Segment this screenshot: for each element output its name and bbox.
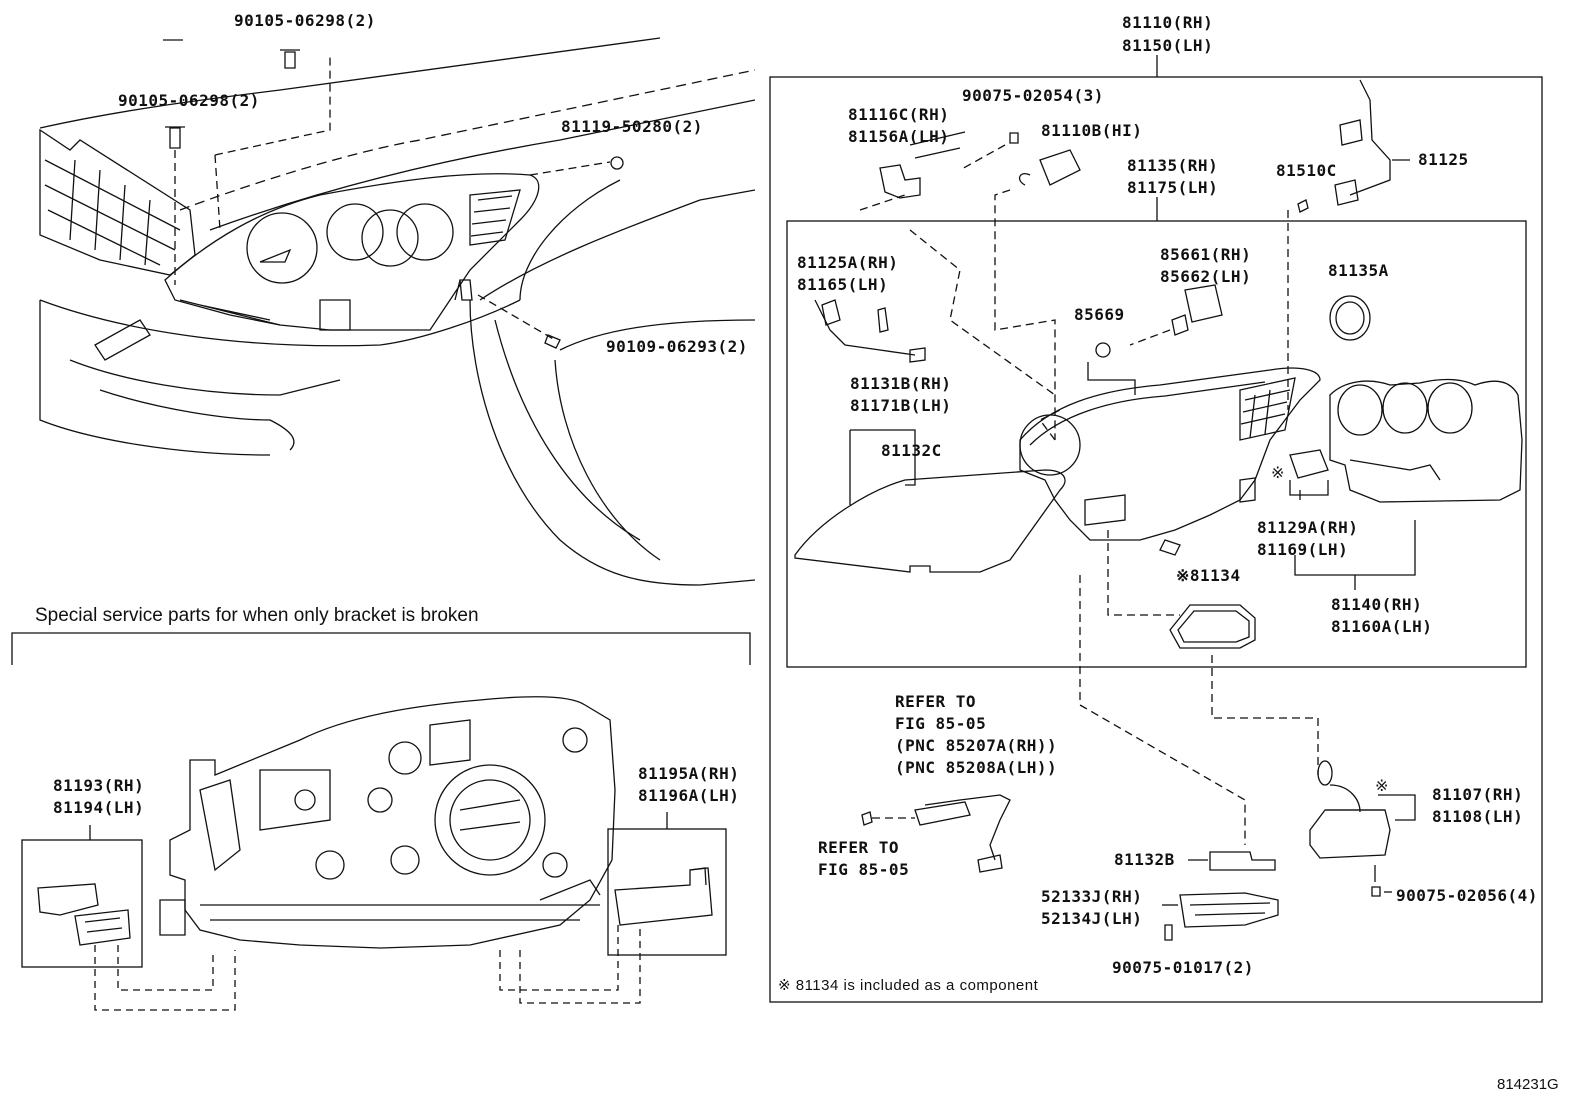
part-85661-rh-label: 85661(RH)	[1160, 245, 1252, 264]
part-85669-label: 85669	[1074, 305, 1125, 324]
refer-note-2-line-1: REFER TO	[818, 838, 900, 857]
refer-note-1-line-3: (PNC 85207A(RH))	[895, 736, 1058, 755]
part-81107-rh-label: 81107(RH)	[1432, 785, 1524, 804]
part-81169-lh-label: 81169(LH)	[1257, 540, 1349, 559]
part-90075-01017-label: 90075-01017(2)	[1112, 958, 1254, 977]
part-81125-label: 81125	[1418, 150, 1469, 169]
part-81175-lh-label: 81175(LH)	[1127, 178, 1219, 197]
part-85662-lh-label: 85662(LH)	[1160, 267, 1252, 286]
asterisk-mark-1: ※	[1271, 463, 1285, 482]
part-81132b-label: 81132B	[1114, 850, 1175, 869]
part-81119-50280-label: 81119-50280(2)	[561, 117, 703, 136]
part-81135a-label: 81135A	[1328, 261, 1389, 280]
part-90075-02056-label: 90075-02056(4)	[1396, 886, 1538, 905]
footnote-text: ※ 81134 is included as a component	[778, 977, 1039, 994]
part-81116c-rh-label: 81116C(RH)	[848, 105, 950, 124]
part-90105-06298-top-label: 90105-06298(2)	[234, 11, 376, 30]
refer-note-1-line-4: (PNC 85208A(LH))	[895, 758, 1058, 777]
refer-note-1-line-1: REFER TO	[895, 692, 977, 711]
refer-note-1-line-2: FIG 85-05	[895, 714, 987, 733]
part-81134-label: ※81134	[1176, 566, 1241, 585]
special-service-title: Special service parts for when only brac…	[35, 605, 479, 626]
part-81194-lh-label: 81194(LH)	[53, 798, 145, 817]
part-81108-lh-label: 81108(LH)	[1432, 807, 1524, 826]
part-90075-02054-label: 90075-02054(3)	[962, 86, 1104, 105]
part-81193-rh-label: 81193(RH)	[53, 776, 145, 795]
part-81125a-rh-label: 81125A(RH)	[797, 253, 899, 272]
part-81196a-lh-label: 81196A(LH)	[638, 786, 740, 805]
part-81195a-rh-label: 81195A(RH)	[638, 764, 740, 783]
part-81510c-label: 81510C	[1276, 161, 1337, 180]
part-81110-rh-label: 81110(RH)	[1122, 13, 1214, 32]
part-81132c-label: 81132C	[881, 441, 942, 460]
part-81110b-label: 81110B(HI)	[1041, 121, 1143, 140]
part-52133j-rh-label: 52133J(RH)	[1041, 887, 1143, 906]
fasteners-top-left	[163, 39, 624, 349]
part-81171b-lh-label: 81171B(LH)	[850, 396, 952, 415]
part-81150-lh-label: 81150(LH)	[1122, 36, 1214, 55]
part-81160a-lh-label: 81160A(LH)	[1331, 617, 1433, 636]
part-90105-06298-left-label: 90105-06298(2)	[118, 91, 260, 110]
part-81165-lh-label: 81165(LH)	[797, 275, 889, 294]
part-90109-06293-label: 90109-06293(2)	[606, 337, 748, 356]
part-81129a-rh-label: 81129A(RH)	[1257, 518, 1359, 537]
part-52134j-lh-label: 52134J(LH)	[1041, 909, 1143, 928]
part-81140-rh-label: 81140(RH)	[1331, 595, 1423, 614]
refer-note-2-line-2: FIG 85-05	[818, 860, 910, 879]
headlamp-assembly-frame	[769, 55, 1543, 1003]
special-service-panel	[11, 632, 751, 1011]
car-front-drawing	[39, 37, 756, 586]
asterisk-mark-2: ※	[1375, 776, 1389, 795]
figure-id: 814231G	[1497, 1076, 1559, 1093]
part-81156a-lh-label: 81156A(LH)	[848, 127, 950, 146]
part-81131b-rh-label: 81131B(RH)	[850, 374, 952, 393]
part-81135-rh-label: 81135(RH)	[1127, 156, 1219, 175]
